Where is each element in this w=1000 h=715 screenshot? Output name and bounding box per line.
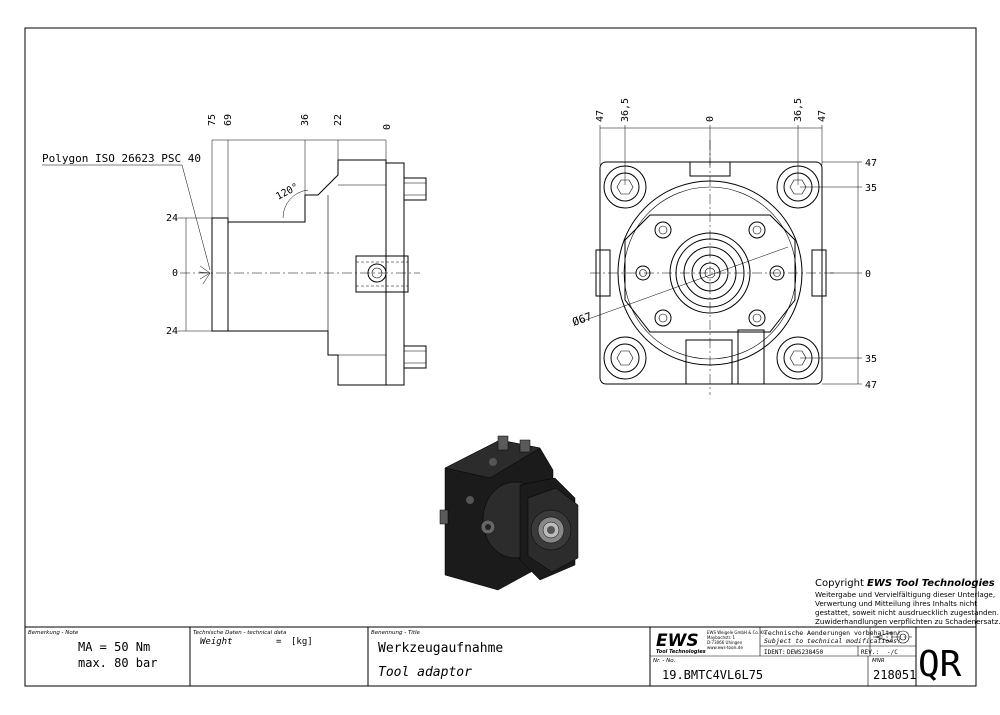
angle-120: 120° bbox=[274, 182, 300, 203]
dim-75: 75 bbox=[207, 114, 218, 126]
note-header: Bemerkung - Note bbox=[28, 630, 79, 636]
right-dim-35-bottom: 35 bbox=[865, 354, 877, 365]
front-dim-0: 0 bbox=[705, 116, 716, 122]
nr-header: Nr. - No. bbox=[653, 658, 676, 664]
tech-header: Technische Daten - technical data bbox=[193, 630, 287, 636]
copyright-line-4: Zuwiderhandlungen verpflichten zu Schade… bbox=[815, 617, 1000, 626]
dim-22: 22 bbox=[333, 114, 344, 126]
right-dim-0: 0 bbox=[865, 269, 871, 280]
qr-label: QR bbox=[918, 644, 962, 685]
mnr-value: 218051 bbox=[873, 668, 916, 682]
copyright-line-1: Weitergabe und Vervielfältigung dieser U… bbox=[815, 590, 995, 599]
copyright-block: Copyright EWS Tool Technologies Weiterga… bbox=[815, 578, 1000, 626]
dim-36: 36 bbox=[300, 114, 311, 126]
iso-render-image bbox=[439, 435, 579, 591]
front-dim-47-right: 47 bbox=[817, 110, 828, 122]
title-header: Benennung - Title bbox=[371, 630, 421, 636]
rev-value: -/C bbox=[887, 649, 898, 656]
weight-label: Weight bbox=[200, 637, 233, 647]
right-dim-47-top: 47 bbox=[865, 158, 877, 169]
dim-left-24-bottom: 24 bbox=[166, 326, 178, 337]
dim-left-0: 0 bbox=[172, 268, 178, 279]
front-view: 47 36,5 0 36,5 47 47 35 0 35 47 bbox=[571, 98, 877, 395]
mnr-header: MNR bbox=[872, 658, 885, 664]
note-line-1: MA = 50 Nm bbox=[78, 640, 150, 654]
logo-text: EWS bbox=[656, 631, 699, 651]
title-block: Bemerkung - Note MA = 50 Nm max. 80 bar … bbox=[25, 626, 976, 686]
title-de: Werkzeugaufnahme bbox=[378, 641, 503, 656]
copyright-title: Copyright EWS Tool Technologies bbox=[815, 578, 995, 589]
changes-en: Subject to technical modifications! bbox=[764, 637, 901, 645]
side-view: 75 69 36 22 0 24 0 24 bbox=[42, 114, 427, 386]
ews-logo: EWS Tool Technologies bbox=[656, 631, 706, 655]
right-dim-47-bottom: 47 bbox=[865, 380, 877, 391]
weight-eq: = bbox=[276, 637, 282, 647]
company-line-3: D-73066 Uhingen bbox=[707, 640, 743, 645]
title-en: Tool adaptor bbox=[378, 665, 472, 680]
logo-sub: Tool Technologies bbox=[656, 649, 706, 655]
front-dim-47-left: 47 bbox=[595, 110, 606, 122]
note-line-2: max. 80 bar bbox=[78, 656, 157, 670]
company-line-2: Maybachstr. 1 bbox=[707, 635, 735, 640]
copyright-line-2: Verwertung und Mitteilung ihres Inhalts … bbox=[815, 599, 977, 608]
copyright-line-3: gestattet, soweit nicht ausdruecklich zu… bbox=[815, 608, 999, 617]
company-line-1: EWS Weigele GmbH & Co. KG bbox=[707, 630, 766, 635]
rev-label: REV.: bbox=[861, 649, 879, 656]
ident-value: DEWS238450 bbox=[787, 649, 824, 656]
changes-de: Technische Aenderungen vorbehalten! bbox=[764, 629, 901, 637]
polygon-note: Polygon ISO 26623 PSC 40 bbox=[42, 152, 201, 165]
dim-left-24-top: 24 bbox=[166, 213, 178, 224]
diameter-67: Ø67 bbox=[571, 310, 594, 329]
part-number: 19.BMTC4VL6L75 bbox=[662, 668, 763, 682]
sheet-frame bbox=[24, 27, 977, 687]
ident-label: IDENT: bbox=[764, 649, 786, 656]
company-line-4: www.ews-tools.de bbox=[707, 645, 743, 650]
front-dim-365-right: 36,5 bbox=[793, 98, 804, 122]
projection-symbol-icon bbox=[873, 630, 912, 644]
front-dim-365-left: 36,5 bbox=[620, 98, 631, 122]
dim-0: 0 bbox=[382, 124, 393, 130]
weight-unit: [kg] bbox=[291, 637, 313, 647]
dim-69: 69 bbox=[223, 114, 234, 126]
right-dim-35-top: 35 bbox=[865, 183, 877, 194]
